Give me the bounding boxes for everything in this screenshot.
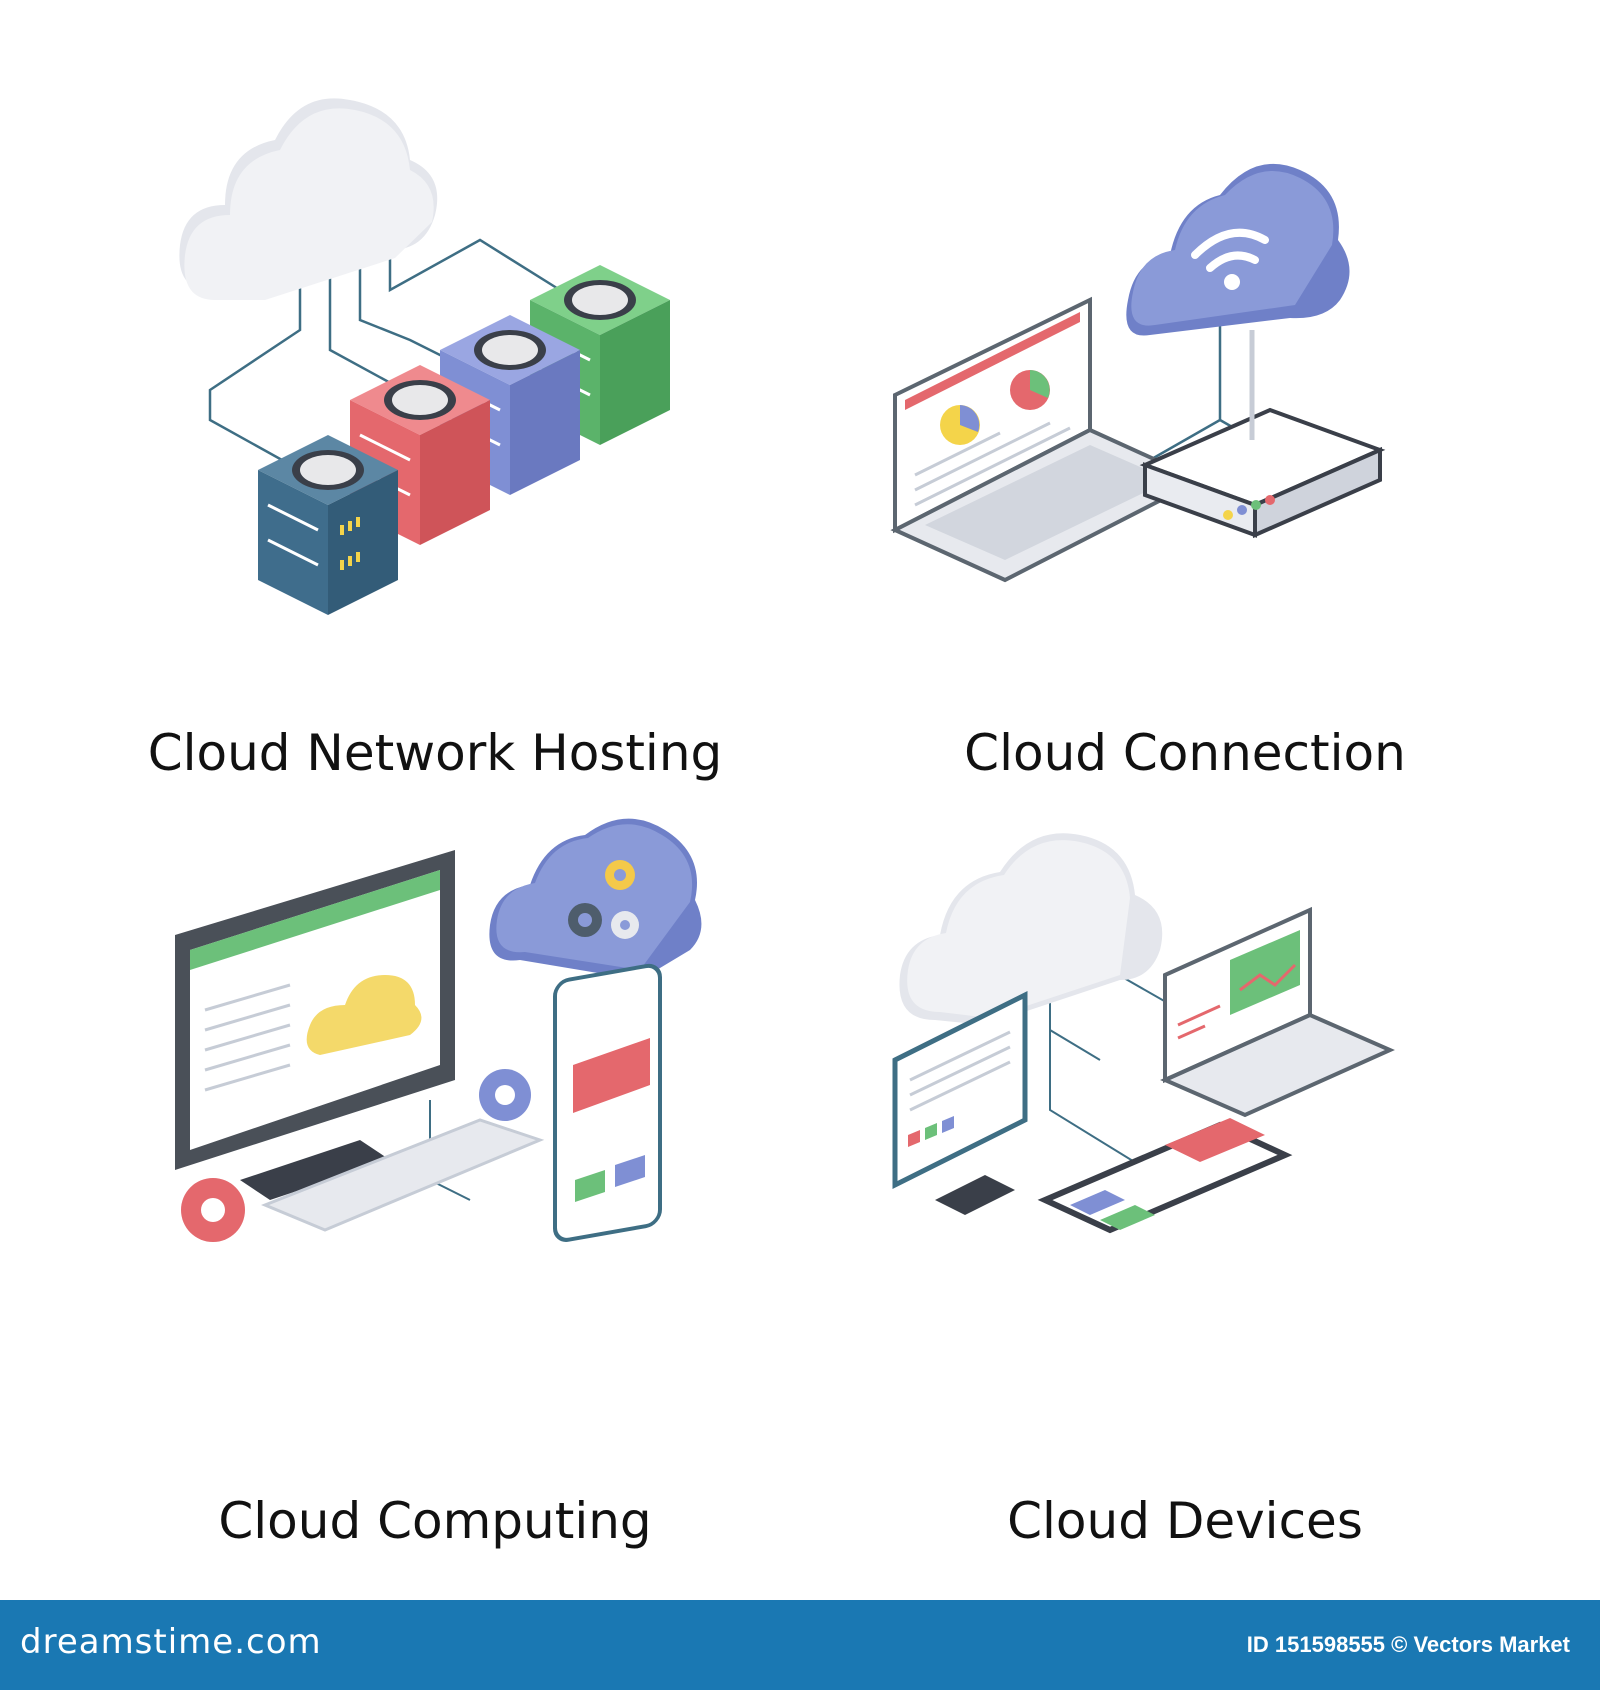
cloud-network-hosting-icon bbox=[179, 98, 670, 615]
cloud-connection-tile: Cloud Connection bbox=[800, 0, 1600, 800]
cloud-connection-icon bbox=[890, 163, 1386, 583]
footer-credit: ID 151598555 © Vectors Market bbox=[1246, 1632, 1570, 1657]
cloud-devices-icon bbox=[892, 833, 1395, 1234]
cloud-network-hosting-tile: Cloud Network Hosting bbox=[0, 0, 800, 800]
cloud-computing-icon bbox=[175, 818, 702, 1242]
cloud-devices-tile: Cloud Devices bbox=[800, 780, 1600, 1580]
tile-caption: Cloud Connection bbox=[964, 724, 1406, 782]
footer-bar: dreamstime.com ID 151598555 © Vectors Ma… bbox=[0, 1600, 1600, 1690]
cloud-gray bbox=[179, 98, 438, 300]
tile-caption: Cloud Computing bbox=[218, 1492, 652, 1550]
footer-brand-logo: dreamstime.com bbox=[20, 1622, 322, 1662]
tile-caption: Cloud Network Hosting bbox=[147, 724, 723, 782]
cloud-computing-tile: Cloud Computing bbox=[0, 780, 800, 1580]
tile-caption: Cloud Devices bbox=[1007, 1492, 1363, 1550]
